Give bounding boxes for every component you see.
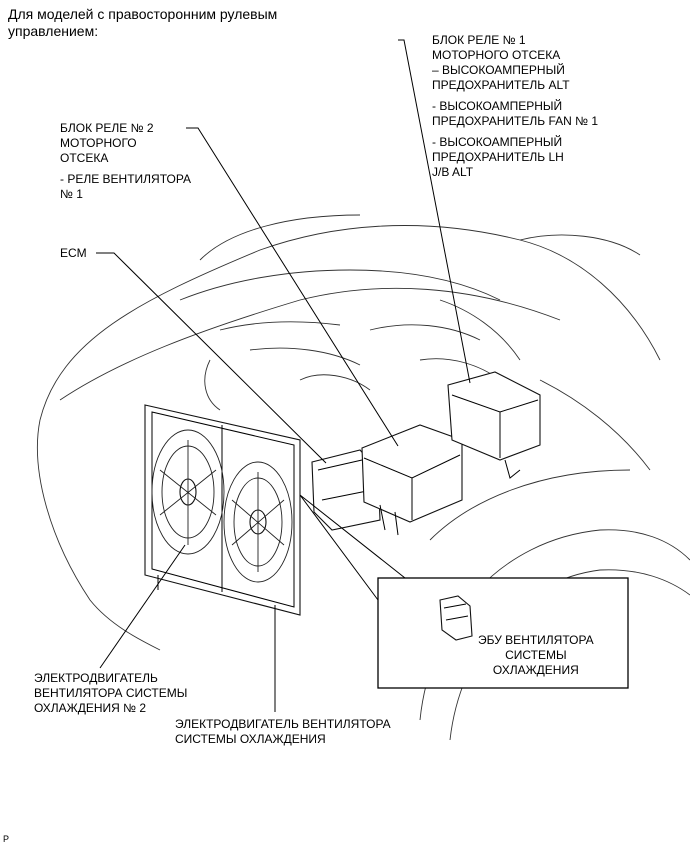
callout-fan-ecu: ЭБУ ВЕНТИЛЯТОРА СИСТЕМЫ ОХЛАЖДЕНИЯ [478, 633, 594, 678]
relay-block-1-item-1-line-2: ПРЕДОХРАНИТЕЛЬ ALT [432, 78, 570, 92]
relay-block-2-item-1-line-1: - РЕЛЕ ВЕНТИЛЯТОРА [60, 172, 192, 186]
callout-relay-block-2: БЛОК РЕЛЕ № 2 МОТОРНОГО ОТСЕКА - РЕЛЕ ВЕ… [60, 121, 191, 202]
relay-block-1-item-1-line-1: – ВЫСОКОАМПЕРНЫЙ [432, 63, 565, 77]
fan-motor-2-line-2: ВЕНТИЛЯТОРА СИСТЕМЫ [34, 686, 188, 700]
fan-ecu-line-3: ОХЛАЖДЕНИЯ [492, 663, 579, 677]
radiator-fan-assembly [144, 404, 301, 620]
ecm-label: ECM [60, 246, 87, 260]
title-line-1: Для моделей с правосторонним рулевым [8, 6, 278, 22]
fan-ecu-line-1: ЭБУ ВЕНТИЛЯТОРА [478, 633, 594, 647]
fan-motor-line-2: СИСТЕМЫ ОХЛАЖДЕНИЯ [175, 732, 326, 746]
fan-ecu-line-2: СИСТЕМЫ [505, 648, 567, 662]
figure-code: P [3, 834, 10, 844]
fan-ecu-inset [377, 577, 629, 689]
relay-block-2-heading-3: ОТСЕКА [60, 151, 109, 165]
callout-relay-block-1: БЛОК РЕЛЕ № 1 МОТОРНОГО ОТСЕКА – ВЫСОКОА… [432, 33, 598, 180]
fan-motor-2-line-3: ОХЛАЖДЕНИЯ № 2 [34, 701, 147, 715]
callout-fan-motor: ЭЛЕКТРОДВИГАТЕЛЬ ВЕНТИЛЯТОРА СИСТЕМЫ ОХЛ… [175, 717, 391, 747]
relay-block-2 [361, 424, 463, 536]
relay-block-1-item-3-line-1: - ВЫСОКОАМПЕРНЫЙ [432, 135, 563, 149]
callout-ecm: ECM [60, 246, 87, 261]
relay-block-1-item-3-line-3: J/B ALT [432, 165, 474, 179]
relay-block-1 [447, 371, 541, 479]
relay-block-2-heading-2: МОТОРНОГО [60, 136, 137, 150]
leader-lines [96, 39, 471, 712]
relay-block-2-heading-1: БЛОК РЕЛЕ № 2 [60, 121, 154, 135]
page-title: Для моделей с правосторонним рулевым упр… [8, 6, 277, 40]
title-line-2: управлением: [8, 23, 99, 39]
relay-block-1-item-3-line-2: ПРЕДОХРАНИТЕЛЬ LH [432, 150, 564, 164]
fan-motor-2-line-1: ЭЛЕКТРОДВИГАТЕЛЬ [34, 671, 158, 685]
relay-block-1-heading-1: БЛОК РЕЛЕ № 1 [432, 33, 526, 47]
fan-motor-line-1: ЭЛЕКТРОДВИГАТЕЛЬ ВЕНТИЛЯТОРА [175, 717, 391, 731]
callout-fan-motor-2: ЭЛЕКТРОДВИГАТЕЛЬ ВЕНТИЛЯТОРА СИСТЕМЫ ОХЛ… [34, 671, 187, 716]
relay-block-1-heading-2: МОТОРНОГО ОТСЕКА [432, 48, 561, 62]
relay-block-1-item-2-line-1: - ВЫСОКОАМПЕРНЫЙ [432, 99, 563, 113]
relay-block-1-item-2-line-2: ПРЕДОХРАНИТЕЛЬ FAN № 1 [432, 114, 599, 128]
relay-block-2-item-1-line-2: № 1 [60, 187, 83, 201]
